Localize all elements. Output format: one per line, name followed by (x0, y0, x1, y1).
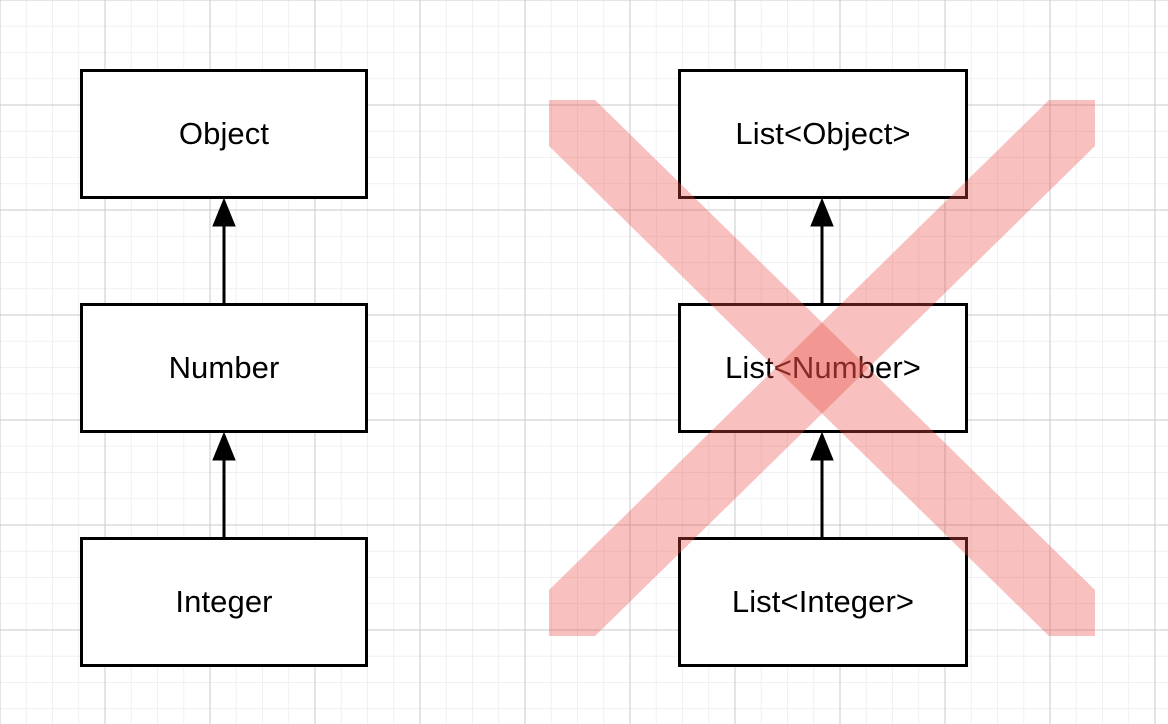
arrowhead-icon (810, 431, 834, 461)
node-list-integer[interactable]: List<Integer> (678, 537, 968, 667)
edge-list-number-to-list-object[interactable] (802, 196, 842, 306)
arrowhead-icon (212, 197, 236, 227)
arrowhead-icon (212, 431, 236, 461)
node-integer-label: Integer (175, 583, 273, 619)
node-integer[interactable]: Integer (80, 537, 368, 667)
node-object[interactable]: Object (80, 69, 368, 199)
node-list-object[interactable]: List<Object> (678, 69, 968, 199)
node-list-object-label: List<Object> (735, 115, 911, 151)
node-list-number-label: List<Number> (725, 349, 921, 385)
edge-number-to-object[interactable] (204, 196, 244, 306)
node-object-label: Object (178, 115, 270, 151)
node-list-number[interactable]: List<Number> (678, 303, 968, 433)
edge-integer-to-number[interactable] (204, 430, 244, 540)
edge-list-integer-to-list-number[interactable] (802, 430, 842, 540)
node-number-label: Number (168, 349, 280, 385)
arrowhead-icon (810, 197, 834, 227)
node-number[interactable]: Number (80, 303, 368, 433)
node-list-integer-label: List<Integer> (731, 583, 915, 619)
